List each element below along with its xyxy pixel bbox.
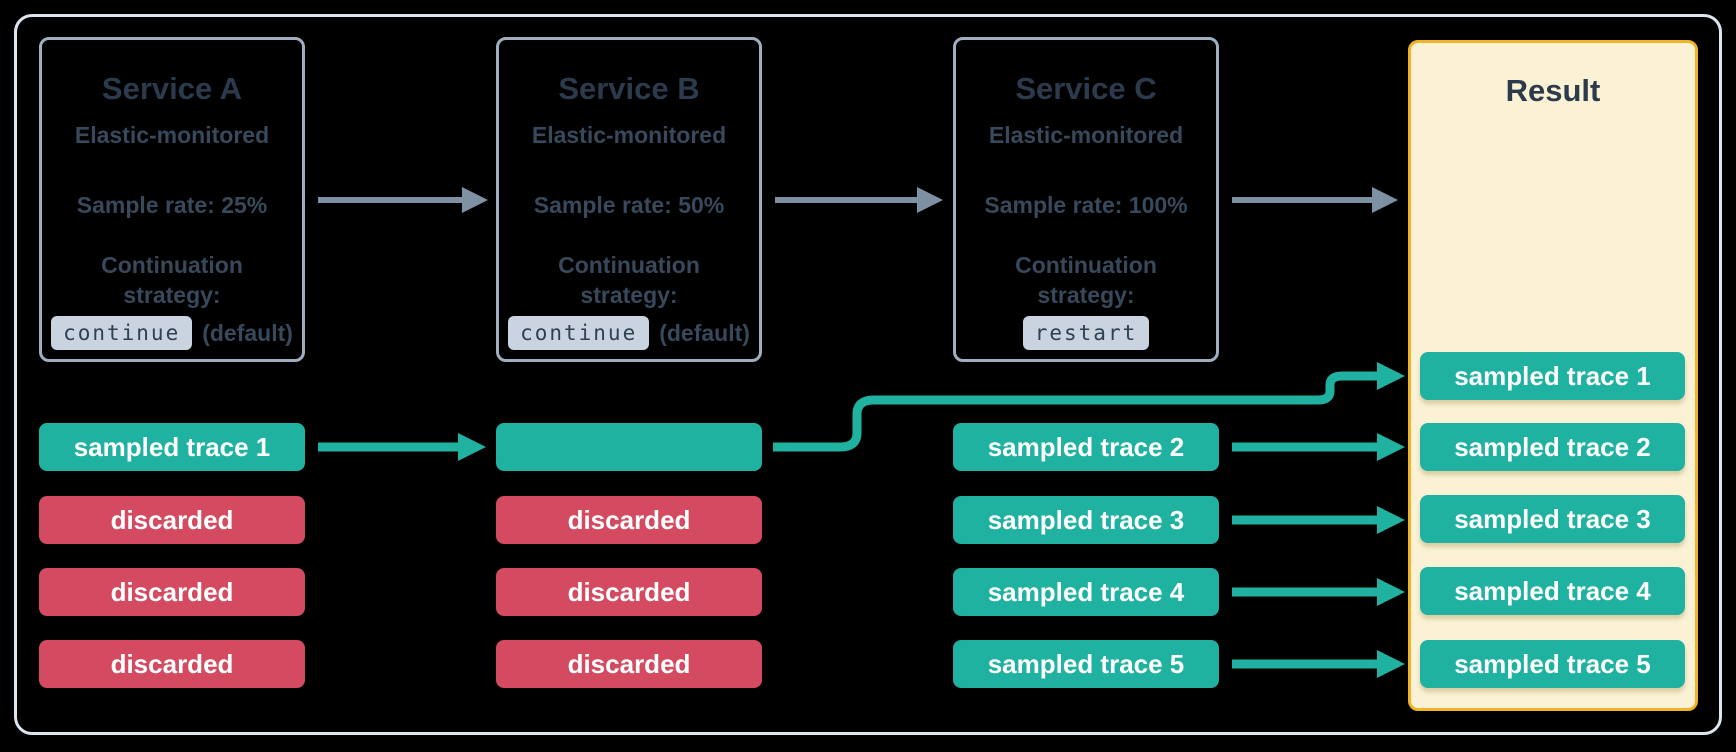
- service-a-strategy-value-row: continue (default): [42, 316, 302, 350]
- service-c-sample-rate: Sample rate: 100%: [984, 192, 1188, 218]
- service-b-strategy-value-row: continue (default): [499, 316, 759, 350]
- service-a-box: Service A Elastic-monitored Sample rate:…: [39, 37, 305, 362]
- trace-pill-discarded: discarded: [496, 640, 762, 688]
- service-b-subtitle: Elastic-monitored: [531, 122, 727, 148]
- result-pill: sampled trace 3: [1420, 495, 1685, 543]
- service-b-title: Service B: [558, 71, 700, 106]
- result-title: Result: [1505, 73, 1601, 108]
- trace-pill-sampled: sampled trace 2: [953, 423, 1219, 471]
- trace-pill-sampled: sampled trace 3: [953, 496, 1219, 544]
- trace-pill-sampled: sampled trace 1: [39, 423, 305, 471]
- service-a-subtitle: Elastic-monitored: [74, 122, 270, 148]
- trace-pill-discarded: discarded: [496, 496, 762, 544]
- service-c-strategy-chip: restart: [1022, 316, 1150, 350]
- service-c-strategy-label: Continuation strategy:: [1015, 252, 1157, 308]
- service-a-strategy-note: (default): [202, 319, 293, 346]
- trace-pill-discarded: discarded: [39, 640, 305, 688]
- result-pill: sampled trace 1: [1420, 352, 1685, 400]
- service-b-sample-rate: Sample rate: 50%: [533, 192, 725, 218]
- service-b-strategy-note: (default): [659, 319, 750, 346]
- service-a-strategy-label: Continuation strategy:: [101, 252, 243, 308]
- trace-pill-sampled: sampled trace 4: [953, 568, 1219, 616]
- trace-pill-sampled-unlabeled: [496, 423, 762, 471]
- result-pill: sampled trace 5: [1420, 640, 1685, 688]
- service-c-strategy-value-row: restart: [956, 316, 1216, 350]
- trace-pill-discarded: discarded: [39, 496, 305, 544]
- service-a-title: Service A: [101, 71, 243, 106]
- service-b-strategy-label: Continuation strategy:: [558, 252, 700, 308]
- result-pill: sampled trace 2: [1420, 423, 1685, 471]
- trace-pill-discarded: discarded: [39, 568, 305, 616]
- service-c-box: Service C Elastic-monitored Sample rate:…: [953, 37, 1219, 362]
- service-b-strategy-chip: continue: [508, 316, 650, 350]
- service-c-title: Service C: [1015, 71, 1157, 106]
- result-pill: sampled trace 4: [1420, 567, 1685, 615]
- service-b-box: Service B Elastic-monitored Sample rate:…: [496, 37, 762, 362]
- service-a-strategy-chip: continue: [51, 316, 193, 350]
- trace-pill-discarded: discarded: [496, 568, 762, 616]
- trace-pill-sampled: sampled trace 5: [953, 640, 1219, 688]
- service-a-sample-rate: Sample rate: 25%: [76, 192, 268, 218]
- diagram-outer-frame: [14, 14, 1722, 735]
- service-c-subtitle: Elastic-monitored: [988, 122, 1184, 148]
